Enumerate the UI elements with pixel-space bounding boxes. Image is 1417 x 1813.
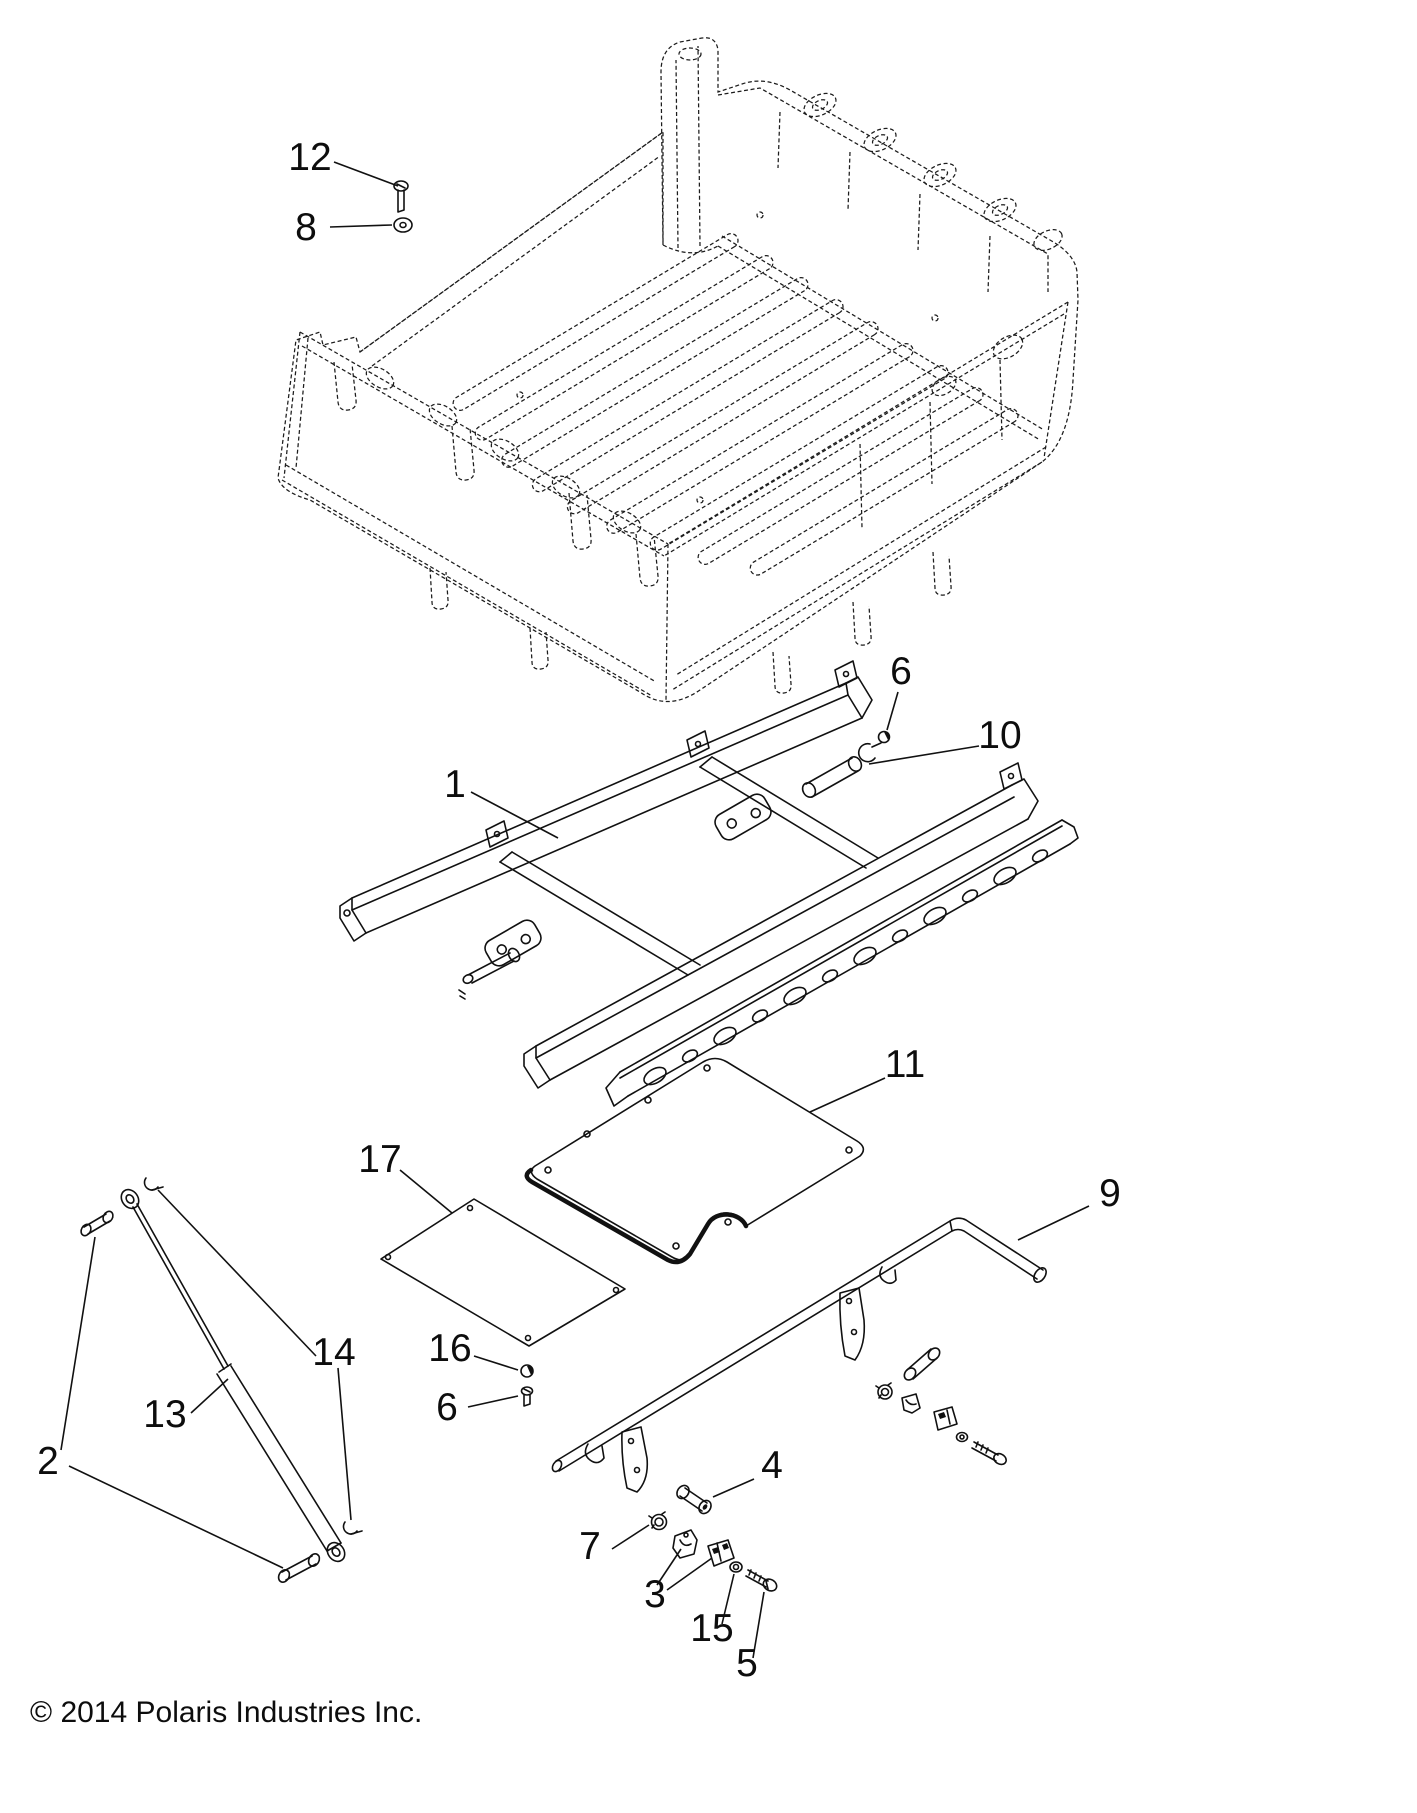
cargo-box-drawing	[277, 37, 1079, 703]
callout-1-2: 1	[444, 763, 559, 839]
callout-12-0: 12	[288, 136, 399, 187]
callout-leader-line	[1017, 1205, 1090, 1241]
part-7-nut-drawing	[648, 1511, 668, 1531]
callout-leader-line	[157, 1189, 317, 1357]
callout-number: 12	[288, 136, 331, 179]
callout-leader-line	[611, 1524, 650, 1550]
callout-leader-line	[868, 745, 980, 765]
callout-10-4: 10	[868, 714, 1022, 765]
callout-number: 6	[890, 650, 912, 693]
part-12-screw-drawing	[393, 180, 409, 213]
callout-16-8: 16	[428, 1327, 519, 1371]
part-16-clip-drawing	[520, 1364, 534, 1378]
part-2-pin-drawing	[80, 1210, 321, 1583]
callout-11-5: 11	[809, 1043, 926, 1113]
callout-leader-line	[329, 224, 393, 228]
callout-leader-line	[473, 1355, 519, 1371]
part-6-clip-upper-drawing	[877, 730, 891, 744]
callout-17-7: 17	[358, 1138, 453, 1214]
part-6-screw-lower-drawing	[520, 1386, 534, 1407]
callout-5-17: 5	[736, 1591, 765, 1685]
part-1-mounting-frame-drawing	[339, 660, 1079, 1107]
callout-leader-line	[470, 791, 559, 839]
part-15-washer-drawing	[729, 1561, 743, 1573]
callout-8-1: 8	[295, 206, 393, 249]
box-silhouette	[277, 37, 1079, 703]
part-9-support-bar-drawing	[551, 1217, 1047, 1493]
callout-leader-line	[809, 1077, 886, 1113]
callout-13-11: 13	[143, 1378, 229, 1436]
part-8-washer-drawing	[393, 217, 413, 233]
part-5-bolt-drawing	[745, 1569, 778, 1592]
callout-number: 4	[761, 1444, 783, 1487]
callout-number: 5	[736, 1642, 758, 1685]
callout-number: 9	[1099, 1172, 1121, 1215]
callout-number: 2	[37, 1440, 59, 1483]
part-10-pin-drawing	[801, 742, 882, 798]
callout-number: 11	[885, 1043, 926, 1086]
part-3-clamp-drawing	[672, 1529, 735, 1567]
callout-number: 7	[579, 1525, 601, 1568]
callout-number: 16	[428, 1327, 471, 1370]
callout-number: 10	[978, 714, 1021, 757]
callout-9-6: 9	[1017, 1172, 1121, 1241]
callout-leader-line	[666, 1557, 713, 1591]
callout-6-9: 6	[436, 1386, 519, 1429]
callout-leader-line	[60, 1236, 96, 1451]
callout-leader-line	[337, 1367, 352, 1521]
callout-15-16: 15	[690, 1573, 735, 1650]
callout-number: 8	[295, 206, 317, 249]
callout-6-3: 6	[886, 650, 912, 731]
part-13-prop-rod-drawing	[120, 1188, 346, 1563]
callout-14-10: 14	[157, 1189, 356, 1521]
callout-4-13: 4	[712, 1444, 783, 1498]
callout-number: 3	[644, 1573, 666, 1616]
callout-leader-line	[712, 1478, 755, 1498]
callout-leader-line	[752, 1591, 765, 1659]
callout-2-12: 2	[37, 1236, 284, 1569]
callout-7-14: 7	[579, 1524, 650, 1568]
callout-leader-line	[190, 1378, 229, 1414]
part-17-panel-drawing	[380, 1198, 626, 1347]
copyright-text: © 2014 Polaris Industries Inc.	[30, 1696, 422, 1729]
callout-leader-line	[333, 161, 399, 187]
callout-number: 17	[358, 1138, 401, 1181]
part-4-pin-drawing	[676, 1484, 712, 1515]
callout-number: 14	[312, 1331, 355, 1374]
callout-leader-line	[721, 1573, 735, 1625]
callout-leader-line	[399, 1169, 453, 1214]
bar-hardware-cluster-drawing	[875, 1347, 1007, 1466]
callout-leader-line	[886, 691, 899, 731]
part-14-clip-drawing	[143, 1177, 363, 1535]
callout-number: 6	[436, 1386, 458, 1429]
callout-number: 15	[690, 1607, 733, 1650]
part-11-bed-mat-drawing	[524, 1057, 865, 1265]
callout-leader-line	[68, 1465, 284, 1569]
callout-number: 1	[444, 763, 466, 806]
callout-leader-line	[656, 1548, 682, 1586]
callout-number: 13	[143, 1393, 186, 1436]
callout-leader-line	[467, 1395, 519, 1408]
callout-3-15: 3	[644, 1548, 713, 1616]
